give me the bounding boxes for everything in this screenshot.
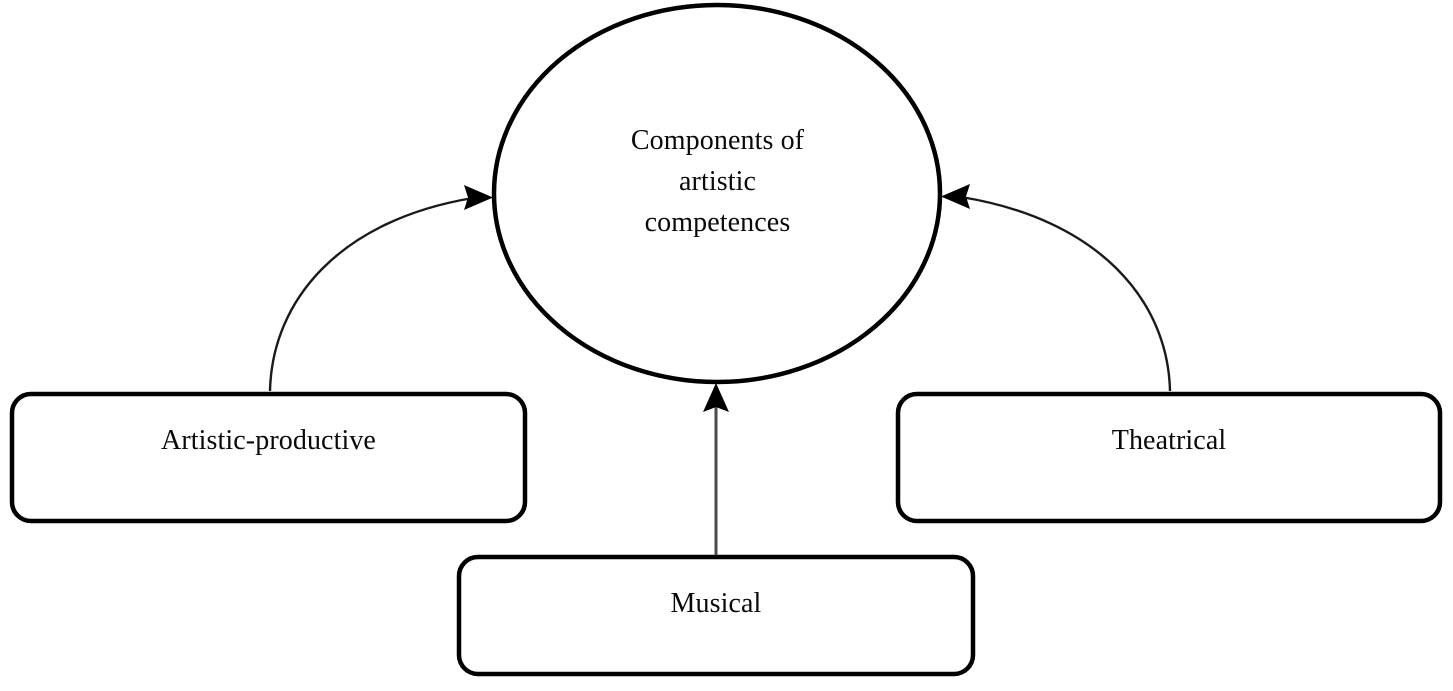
edge-artistic-productive-to-center-arrowhead	[464, 185, 493, 210]
edge-theatrical-to-center-line	[960, 195, 1172, 392]
node-theatrical-box[interactable]	[895, 391, 1443, 524]
edge-theatrical-to-center-arrowhead	[941, 184, 970, 209]
edge-artistic-productive-to-center-line	[268, 196, 474, 392]
edge-musical-to-center-arrowhead	[703, 383, 729, 412]
node-theatrical-label: Theatrical	[1111, 425, 1227, 456]
center-node-label: Components of artistic competences	[630, 125, 805, 238]
node-musical-box[interactable]	[456, 554, 976, 677]
node-artistic-productive-label: Artistic-productive	[161, 425, 376, 456]
node-artistic-productive-box[interactable]	[9, 391, 528, 524]
node-musical-label: Musical	[670, 588, 762, 619]
center-node-ellipse[interactable]	[491, 2, 943, 385]
